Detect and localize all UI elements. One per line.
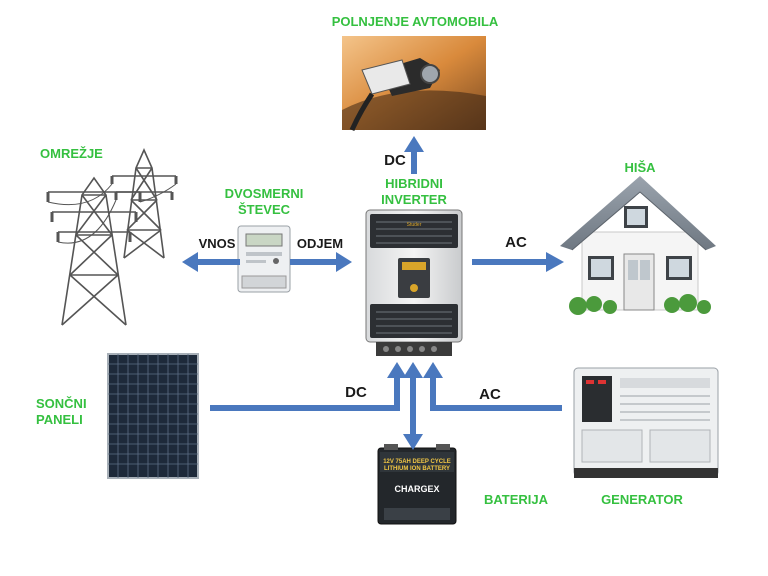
solar-panel-image bbox=[107, 353, 199, 479]
label-generator: GENERATOR bbox=[601, 492, 683, 507]
label-battery: BATERIJA bbox=[483, 492, 549, 507]
battery-image bbox=[377, 444, 457, 525]
inverter-brand-text: Studer bbox=[407, 222, 422, 228]
arrow-dc-from-solar bbox=[210, 362, 407, 411]
flow-label-dc-solar: DC bbox=[345, 384, 367, 401]
flow-label-odjem: ODJEM bbox=[296, 236, 344, 251]
battery-spec-line1: 12V 75AH DEEP CYCLE bbox=[383, 459, 451, 465]
label-meter-line1: DVOSMERNI bbox=[224, 186, 304, 201]
arrow-ac-from-generator bbox=[423, 362, 562, 411]
generator-image bbox=[573, 367, 719, 478]
label-house: HIŠA bbox=[624, 160, 656, 175]
label-inverter-line1: HIBRIDNI bbox=[385, 176, 443, 191]
flow-label-ac-generator: AC bbox=[479, 386, 501, 403]
label-car-charging: POLNJENJE AVTOMOBILA bbox=[331, 14, 499, 29]
label-meter-line2: ŠTEVEC bbox=[237, 202, 290, 218]
arrow-vnos-to-grid bbox=[182, 252, 240, 272]
label-inverter: HIBRIDNI INVERTER bbox=[364, 176, 464, 209]
arrow-battery-bidirectional bbox=[403, 362, 423, 450]
arrow-ac-to-house bbox=[472, 252, 564, 272]
arrow-odjem-to-meter bbox=[290, 252, 352, 272]
flow-arrows bbox=[182, 136, 564, 450]
hybrid-inverter-image bbox=[365, 209, 463, 356]
label-solar-line2: PANELI bbox=[36, 412, 83, 428]
flow-label-vnos: VNOS bbox=[198, 236, 236, 251]
house-image bbox=[560, 176, 716, 315]
bidirectional-meter-image bbox=[237, 225, 291, 293]
flow-label-ac-house: AC bbox=[505, 234, 527, 251]
arrow-dc-to-car bbox=[404, 136, 424, 174]
label-solar-line1: SONČNI bbox=[36, 396, 87, 411]
label-grid: OMREŽJE bbox=[40, 146, 103, 161]
battery-spec-line2: LITHIUM ION BATTERY bbox=[384, 466, 450, 472]
battery-brand-text: CHARGEX bbox=[394, 484, 439, 494]
car-charging-image bbox=[342, 36, 486, 132]
power-tower-image bbox=[46, 148, 178, 326]
label-solar: SONČNI PANELI bbox=[36, 396, 106, 429]
flow-label-dc-car: DC bbox=[384, 152, 406, 169]
label-meter: DVOSMERNI ŠTEVEC bbox=[214, 186, 314, 219]
label-inverter-line2: INVERTER bbox=[381, 192, 447, 208]
